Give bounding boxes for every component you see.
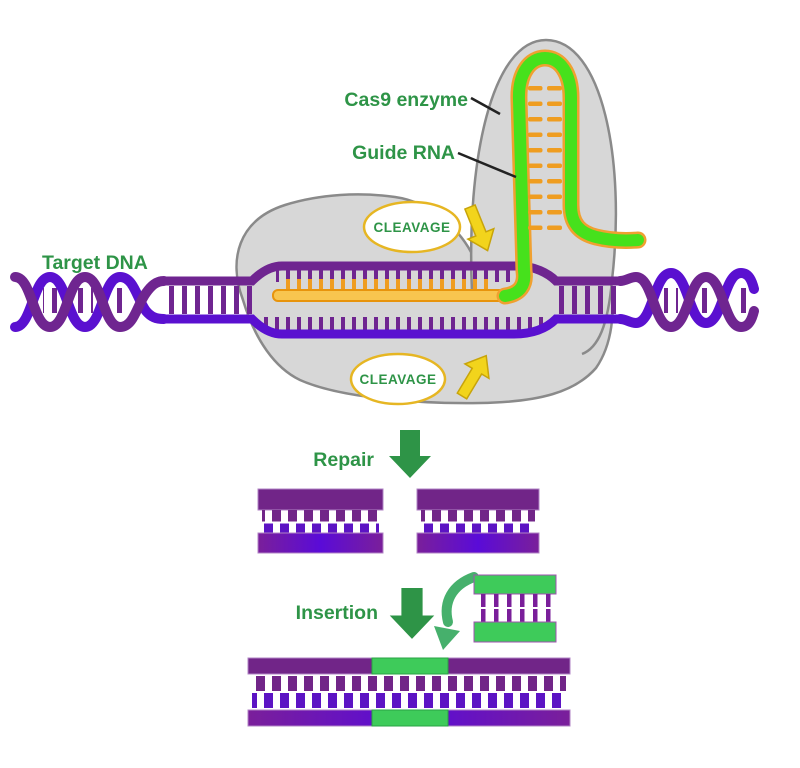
cleavage-badge-bottom: CLEAVAGE [349,352,447,406]
insert-segment-bottom [371,709,449,727]
repair-label: Repair [313,449,374,471]
cleavage-oval [349,352,447,406]
guide-rna-label: Guide RNA [352,142,455,164]
cas9-enzyme-label: Cas9 enzyme [344,89,468,111]
donor-dna-fragment [473,574,557,643]
helix-strand-purple [615,271,759,333]
insertion-arrow-icon [389,588,435,639]
guide-rna-strand [499,52,644,302]
helix-rungs [43,288,58,313]
helix-rungs [734,288,748,313]
dna-fragment-left [257,488,384,554]
donor-rungs-bottom [479,609,551,622]
dna-bottom-strand [155,314,627,339]
guide-rna-hairpin [496,49,647,305]
repaired-dna-with-insert [247,657,571,727]
helix-rungs [699,288,713,313]
cas9-pointer-line [470,96,501,116]
curved-insert-arrow-icon [434,572,479,650]
dna-bubble [260,268,548,331]
repaired-rungs-bottom [252,693,566,708]
ladder-rungs-left [166,286,258,314]
helix-strand-purple [10,271,169,333]
dna-fragment-right [416,488,540,554]
bubble-bottom-rungs [260,317,548,331]
donor-rungs-top [479,594,551,607]
cleavage-label-bottom: CLEAVAGE [359,372,436,387]
fragment-rungs-top [262,510,379,522]
hybrid-orange-ticks [281,279,495,291]
cleavage-arrow-up-icon [456,354,490,400]
fragment-rungs-bottom [421,523,535,534]
cleavage-label-top: CLEAVAGE [373,220,450,235]
target-dna-left-helix [10,271,169,333]
cleavage-oval [362,200,462,254]
helix-strand-violet [10,271,169,333]
target-dna-label: Target DNA [42,252,148,274]
helix-rungs [664,288,678,313]
repair-arrow-icon [389,430,431,478]
cleavage-arrow-down-icon [463,203,495,252]
dna-top-strand [155,261,627,286]
target-dna-right-helix [615,267,759,333]
helix-rungs [78,288,93,313]
insertion-label: Insertion [296,602,378,624]
hairpin-basepair-dashes [528,86,562,236]
cleavage-badge-top: CLEAVAGE [362,200,462,254]
guide-rna-pointer-line [457,151,517,179]
fragment-rungs-bottom [262,523,379,534]
ladder-rungs-right [558,286,622,314]
fragment-rungs-top [421,510,535,522]
helix-rungs [113,288,128,313]
insert-segment-top [371,657,449,675]
hybrid-orange-strand [272,289,506,302]
bubble-top-rungs [276,268,510,282]
repaired-rungs-top [252,676,566,691]
